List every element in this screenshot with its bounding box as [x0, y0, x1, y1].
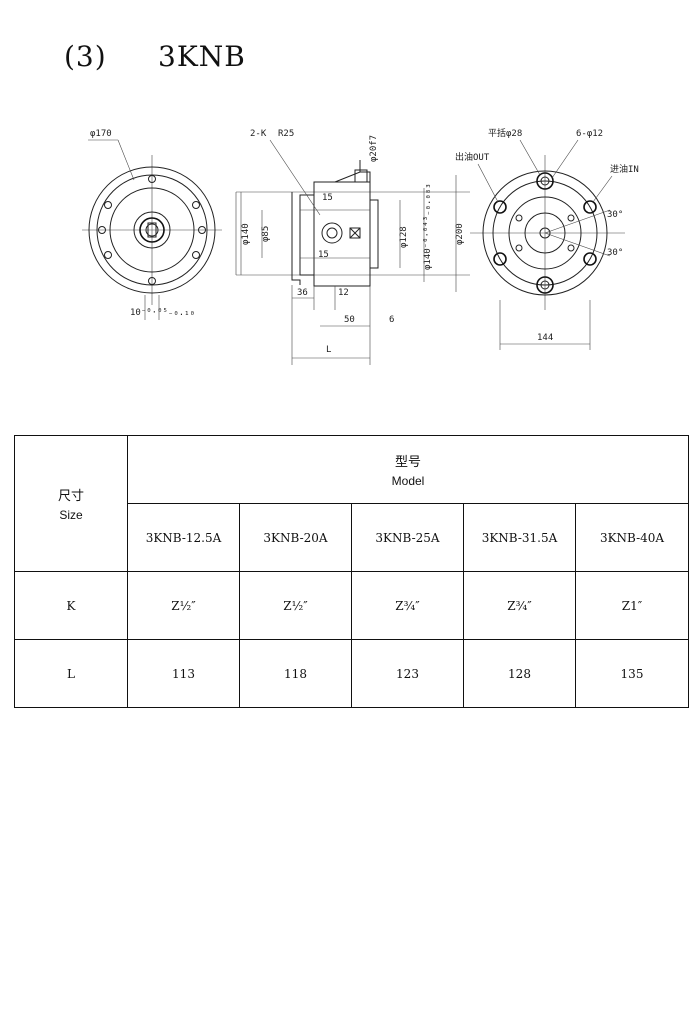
- front-view: φ170 10⁻⁰·⁰⁵₋₀.₁₀: [82, 129, 222, 320]
- side-view: 2-K R25 φ20f7 φ140 φ85 15 15 φ128 φ140⁻⁰…: [235, 129, 470, 365]
- rear-view: 平括φ28 6-φ12 出油OUT 进油IN 30° 30° 144: [455, 127, 639, 350]
- label-r: R25: [278, 129, 294, 139]
- label-key: 平括φ28: [488, 127, 522, 139]
- label-15b: 15: [318, 250, 329, 260]
- section-title: 3KNB: [158, 40, 246, 73]
- label-d140b: φ140⁻⁰·⁰⁴³₋₀.₀₈₃: [423, 183, 433, 270]
- label-l: L: [326, 345, 331, 355]
- label-15a: 15: [322, 193, 333, 203]
- table-header-row: 尺寸 Size 型号 Model: [14, 435, 690, 572]
- model-name-cell: 3KNB-25A: [351, 503, 464, 572]
- table-row: K Z½″ Z½″ Z¾″ Z¾″ Z1″: [14, 571, 690, 640]
- table-cell: Z¾″: [463, 571, 576, 640]
- model-label-zh: 型号: [395, 455, 422, 470]
- label-d128: φ128: [399, 226, 409, 248]
- size-label-en: Size: [59, 508, 83, 522]
- model-name-cell: 3KNB-31.5A: [463, 503, 576, 572]
- label-out: 出油OUT: [455, 151, 490, 163]
- label-36: 36: [297, 288, 308, 298]
- section-number: (3): [64, 40, 107, 73]
- label-in: 进油IN: [610, 163, 639, 175]
- model-header-cell: 型号 Model: [126, 435, 690, 504]
- label-od: φ170: [90, 129, 112, 139]
- model-name-cell: 3KNB-20A: [239, 503, 352, 572]
- table-cell: 128: [463, 639, 576, 708]
- label-k: 2-K: [250, 129, 267, 139]
- model-names-row: 3KNB-12.5A 3KNB-20A 3KNB-25A 3KNB-31.5A …: [15, 503, 690, 572]
- model-name-cell: 3KNB-12.5A: [127, 503, 240, 572]
- label-d85: φ85: [261, 226, 271, 242]
- label-12: 12: [338, 288, 349, 298]
- label-shaft: φ20f7: [369, 135, 379, 162]
- table-row: L 113 118 123 128 135: [14, 639, 690, 708]
- table-cell: 123: [351, 639, 464, 708]
- pump-dimension-drawing: φ170 10⁻⁰·⁰⁵₋₀.₁₀ 2-K R25 φ20f7 φ140 φ85…: [82, 127, 639, 365]
- table-cell: Z½″: [239, 571, 352, 640]
- row-label-k: K: [14, 571, 128, 640]
- table-cell: 135: [574, 639, 690, 708]
- label-50: 50: [344, 315, 355, 325]
- page-heading: (3) 3KNB: [64, 40, 246, 73]
- size-corner-cell: 尺寸 Size: [14, 435, 128, 572]
- label-angle-2: 30°: [607, 248, 623, 258]
- table-cell: 113: [127, 639, 240, 708]
- table-cell: Z½″: [127, 571, 240, 640]
- model-name-cell: 3KNB-40A: [574, 503, 690, 572]
- label-d140: φ140: [241, 223, 251, 245]
- table-cell: Z1″: [574, 571, 690, 640]
- size-label-zh: 尺寸: [57, 489, 84, 504]
- table-cell: 118: [239, 639, 352, 708]
- spec-table: 尺寸 Size 型号 Model 3KNB-12.5A 3KNB-20A 3KN…: [14, 435, 690, 708]
- label-6: 6: [389, 315, 394, 325]
- label-pin: 10⁻⁰·⁰⁵₋₀.₁₀: [130, 308, 195, 318]
- model-label-en: Model: [391, 474, 425, 488]
- row-label-l: L: [14, 639, 128, 708]
- label-d200: φ200: [455, 223, 465, 245]
- label-angle-1: 30°: [607, 210, 623, 220]
- table-cell: Z¾″: [351, 571, 464, 640]
- label-144: 144: [537, 333, 553, 343]
- label-holes: 6-φ12: [576, 129, 603, 139]
